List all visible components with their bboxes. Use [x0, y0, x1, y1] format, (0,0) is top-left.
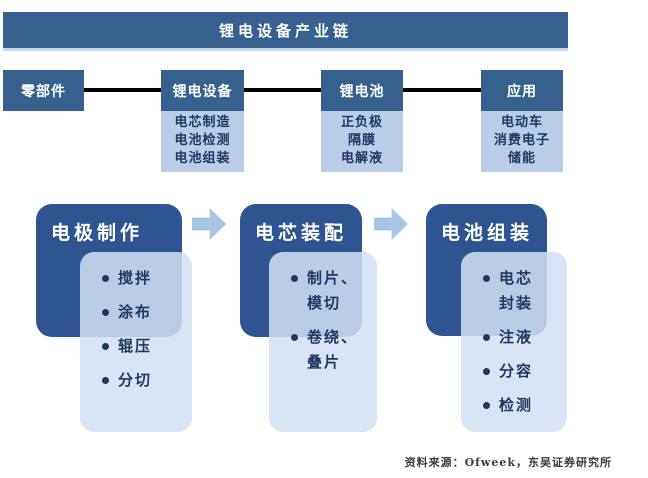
- arrow-right-icon: [374, 208, 408, 240]
- chain-node-items: 电动车 消费电子 储能: [481, 111, 563, 172]
- list-item: 检测: [481, 393, 561, 418]
- bullet-dot-icon: [102, 309, 109, 316]
- chain-node-items: 电芯制造 电池检测 电池组装: [161, 111, 244, 172]
- chain-item: 电芯制造: [174, 115, 231, 130]
- bullet-dot-icon: [102, 275, 109, 282]
- process-step-title: 电芯装配: [255, 222, 348, 244]
- arrow-right-icon: [192, 208, 226, 240]
- list-item: 辊压: [100, 334, 186, 359]
- process-step-cell-assembly-details: 制片、 模切 卷绕、 叠片: [269, 252, 377, 432]
- chain-node-lithium-equipment: 锂电设备 电芯制造 电池检测 电池组装: [161, 70, 244, 172]
- bullet-dot-icon: [483, 402, 490, 409]
- bullet-dot-icon: [483, 368, 490, 375]
- chain-node-components: 零部件: [3, 70, 84, 111]
- chain-connector-line: [44, 88, 520, 92]
- chain-node-lithium-battery: 锂电池 正负极 隔膜 电解液: [321, 70, 403, 172]
- banner: 锂电设备产业链: [3, 12, 568, 51]
- chain-item: 电解液: [340, 151, 383, 166]
- chain-node-label: 应用: [481, 70, 563, 111]
- list-item: 分容: [481, 359, 561, 384]
- process-step-battery-assembly-details: 电芯 封装 注液 分容 检测: [461, 252, 567, 432]
- list-item: 搅拌: [100, 266, 186, 291]
- bullet-dot-icon: [483, 275, 490, 282]
- chain-node-applications: 应用 电动车 消费电子 储能: [481, 70, 563, 172]
- list-item: 分切: [100, 368, 186, 393]
- page-title: 锂电设备产业链: [218, 21, 352, 40]
- process-step-electrode-details: 搅拌 涂布 辊压 分切: [80, 252, 192, 432]
- chain-item: 电池检测: [174, 133, 231, 148]
- list-item: 涂布: [100, 300, 186, 325]
- process-step-title: 电极制作: [51, 222, 144, 244]
- chain-item: 正负极: [340, 115, 383, 130]
- source-note: 资料来源：Ofweek，东吴证券研究所: [404, 456, 612, 469]
- chain-node-label: 锂电池: [321, 70, 403, 111]
- chain-item: 储能: [507, 151, 536, 166]
- bullet-dot-icon: [291, 275, 298, 282]
- bullet-dot-icon: [102, 377, 109, 384]
- list-item: 制片、 模切: [289, 266, 371, 316]
- chain-item: 电动车: [500, 115, 543, 130]
- bullet-dot-icon: [102, 343, 109, 350]
- bullet-dot-icon: [291, 334, 298, 341]
- bullet-dot-icon: [483, 334, 490, 341]
- process-step-title: 电池组装: [441, 222, 534, 244]
- chain-item: 电池组装: [174, 151, 231, 166]
- list-item: 注液: [481, 325, 561, 350]
- chain-node-label: 零部件: [3, 70, 84, 111]
- chain-node-items: 正负极 隔膜 电解液: [321, 111, 403, 172]
- chain-node-label: 锂电设备: [161, 70, 244, 111]
- list-item: 电芯 封装: [481, 266, 561, 316]
- chain-item: 隔膜: [347, 133, 376, 148]
- list-item: 卷绕、 叠片: [289, 325, 371, 375]
- chain-item: 消费电子: [493, 133, 550, 148]
